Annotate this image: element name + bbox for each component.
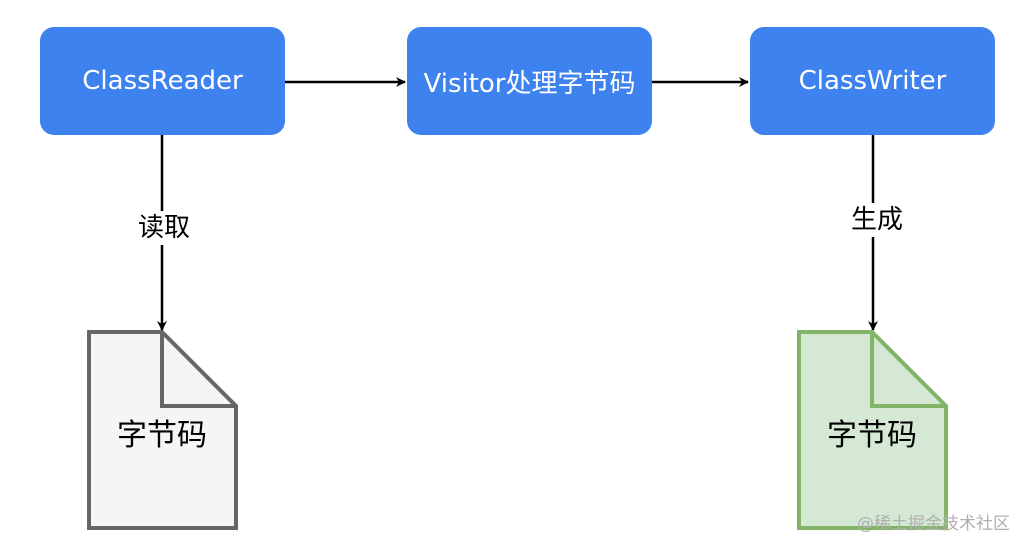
class-reader-node: ClassReader [40, 27, 285, 135]
read-edge-label: 读取 [133, 211, 195, 245]
watermark: @稀土掘金技术社区 [857, 514, 1010, 534]
class-reader-label: ClassReader [82, 66, 243, 96]
class-writer-node: ClassWriter [750, 27, 995, 135]
input-document-shape [87, 330, 238, 530]
output-document-label: 字节码 [827, 418, 917, 453]
output-document-shape [797, 330, 948, 530]
visitor-node: Visitor处理字节码 [407, 27, 652, 135]
class-writer-label: ClassWriter [798, 66, 947, 96]
visitor-label: Visitor处理字节码 [423, 68, 636, 99]
generate-edge-label: 生成 [846, 203, 908, 237]
input-document-label: 字节码 [117, 418, 207, 453]
